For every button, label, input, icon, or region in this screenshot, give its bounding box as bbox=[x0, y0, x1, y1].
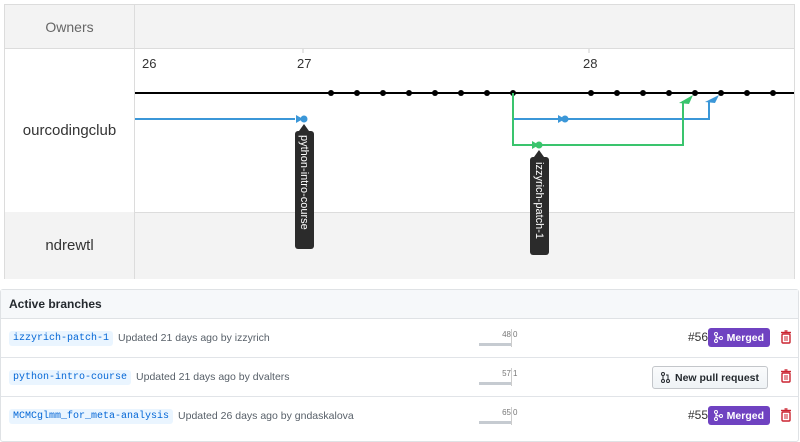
commit-dot[interactable] bbox=[744, 90, 750, 96]
date-label: 28 bbox=[583, 56, 597, 71]
owner-ourcodingclub[interactable]: ourcodingclub bbox=[22, 121, 117, 139]
branch-name-link[interactable]: MCMCglmm_for_meta-analysis bbox=[9, 408, 174, 424]
active-branches-title: Active branches bbox=[1, 290, 798, 319]
commit-dot[interactable] bbox=[300, 115, 308, 123]
merged-status-badge[interactable]: Merged bbox=[707, 328, 770, 347]
branch-name-link[interactable]: python-intro-course bbox=[9, 369, 132, 385]
commit-dot[interactable] bbox=[770, 90, 776, 96]
ahead-behind-indicator: 65 0 bbox=[479, 407, 539, 429]
owners-column bbox=[5, 5, 135, 279]
commit-dot[interactable] bbox=[432, 90, 438, 96]
branch-row: izzyrich-patch-1 Updated 21 days ago by … bbox=[1, 319, 798, 358]
commit-dot[interactable] bbox=[666, 90, 672, 96]
commit-dot[interactable] bbox=[640, 90, 646, 96]
branch-updated-meta: Updated 21 days ago by dvalters bbox=[136, 371, 290, 383]
commit-dot[interactable] bbox=[588, 90, 594, 96]
date-label: 27 bbox=[297, 56, 311, 71]
timeline-header bbox=[135, 5, 794, 49]
branch-arrow bbox=[296, 115, 303, 123]
behind-bar bbox=[479, 343, 511, 346]
ahead-behind-divider bbox=[511, 407, 512, 425]
behind-count: 48 bbox=[502, 330, 511, 339]
behind-count: 57 bbox=[502, 369, 511, 378]
commit-dot[interactable] bbox=[458, 90, 464, 96]
merge-icon bbox=[713, 332, 723, 343]
pull-request-number[interactable]: #55 bbox=[687, 408, 708, 422]
delete-branch-icon[interactable] bbox=[780, 330, 792, 344]
behind-bar bbox=[479, 421, 511, 424]
merged-status-badge[interactable]: Merged bbox=[707, 406, 770, 425]
branch-arrow bbox=[679, 95, 693, 104]
branch-arrow bbox=[705, 95, 719, 103]
main-commits[interactable] bbox=[328, 90, 776, 96]
active-branches-panel: Active branches izzyrich-patch-1 Updated… bbox=[0, 289, 799, 442]
pull-request-number[interactable]: #56 bbox=[687, 330, 708, 344]
date-label: 26 bbox=[142, 56, 156, 71]
merged-label: Merged bbox=[726, 331, 764, 344]
branch-tag-label: python-intro-course bbox=[298, 135, 310, 230]
owner-row-ndrewtl bbox=[135, 212, 794, 279]
commit-dot[interactable] bbox=[484, 90, 490, 96]
blue-branch-path bbox=[512, 93, 559, 120]
delete-branch-icon[interactable] bbox=[780, 408, 792, 422]
ahead-count: 0 bbox=[513, 408, 518, 417]
ahead-count: 0 bbox=[513, 330, 518, 339]
commit-dot[interactable] bbox=[718, 90, 724, 96]
merged-label: Merged bbox=[726, 409, 764, 422]
merge-icon bbox=[713, 410, 723, 421]
branch-tag-izzyrich-patch-1[interactable]: izzyrich-patch-1 bbox=[530, 150, 549, 255]
new-pull-request-label: New pull request bbox=[674, 371, 759, 384]
green-branch-path bbox=[512, 93, 532, 146]
commit-dot[interactable] bbox=[406, 90, 412, 96]
new-pull-request-button[interactable]: New pull request bbox=[651, 366, 768, 389]
commit-dot[interactable] bbox=[354, 90, 360, 96]
commit-dot[interactable] bbox=[328, 90, 334, 96]
behind-count: 65 bbox=[502, 408, 511, 417]
commit-dot[interactable] bbox=[692, 90, 698, 96]
delete-branch-icon[interactable] bbox=[780, 369, 792, 383]
commit-dot[interactable] bbox=[380, 90, 386, 96]
branch-tag-label: izzyrich-patch-1 bbox=[533, 162, 545, 239]
branch-tag-python-intro-course[interactable]: python-intro-course bbox=[295, 124, 314, 249]
owner-ndrewtl[interactable]: ndrewtl bbox=[5, 212, 134, 279]
ahead-behind-divider bbox=[511, 329, 512, 347]
branch-name-link[interactable]: izzyrich-patch-1 bbox=[9, 330, 114, 346]
owners-header: Owners bbox=[5, 5, 134, 49]
ahead-count: 1 bbox=[513, 369, 518, 378]
green-merge-path bbox=[539, 101, 684, 146]
branch-updated-meta: Updated 26 days ago by gndaskalova bbox=[178, 410, 354, 422]
ahead-behind-indicator: 48 0 bbox=[479, 329, 539, 351]
branch-row: python-intro-course Updated 21 days ago … bbox=[1, 358, 798, 397]
network-graph: Owners ourcodingclub ndrewtl 26 27 28 bbox=[4, 4, 795, 279]
behind-bar bbox=[479, 382, 511, 385]
ahead-behind-indicator: 57 1 bbox=[479, 368, 539, 390]
pull-request-icon bbox=[660, 372, 670, 383]
blue-merge-path bbox=[565, 101, 710, 120]
commit-graph[interactable]: 26 27 28 bbox=[5, 5, 794, 279]
ahead-behind-divider bbox=[511, 368, 512, 386]
branch-row: MCMCglmm_for_meta-analysis Updated 26 da… bbox=[1, 397, 798, 435]
commit-dot[interactable] bbox=[614, 90, 620, 96]
branch-updated-meta: Updated 21 days ago by izzyrich bbox=[118, 332, 270, 344]
